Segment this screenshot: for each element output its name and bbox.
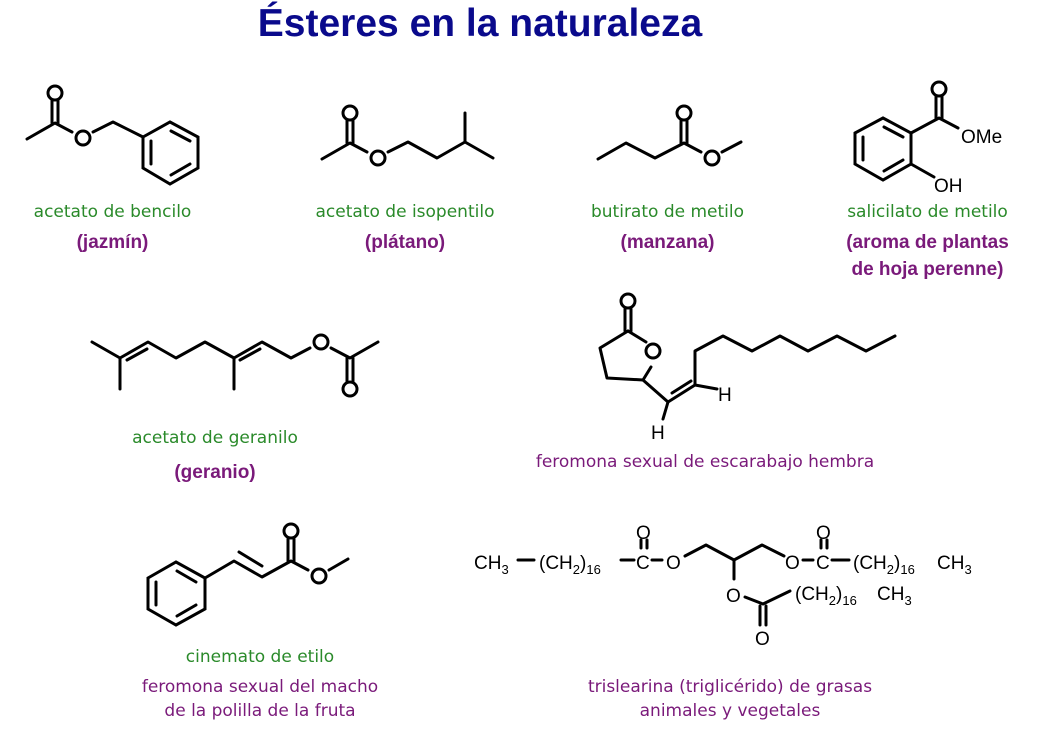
svg-text:OH: OH [934, 176, 963, 197]
svg-text:CH3: CH3 [877, 584, 912, 608]
page-title: Ésteres en la naturaleza [257, 2, 703, 45]
cinnamate-description-line1: feromona sexual del macho [141, 677, 379, 697]
structure-geranyl-acetate [90, 333, 380, 398]
compound-name-benzyl-acetate: acetato de bencilo [33, 202, 192, 222]
tristearin-description-line2: animales y vegetales [639, 701, 821, 721]
compound-source-evergreen-line1: (aroma de plantas [846, 232, 1009, 253]
compound-name-methyl-butyrate: butirato de metilo [590, 202, 745, 222]
svg-text:OMe: OMe [961, 127, 1002, 148]
compound-name-methyl-salicylate: salicilato de metilo [847, 202, 1008, 222]
structure-methyl-salicylate: OMe OH [853, 80, 1002, 197]
structure-methyl-butyrate [596, 104, 743, 167]
compound-source-banana: (plátano) [364, 232, 446, 253]
compound-source-evergreen-line2: de hoja perenne) [851, 259, 1004, 280]
compound-source-apple: (manzana) [620, 232, 715, 253]
svg-text:O: O [666, 553, 681, 574]
svg-text:(CH2)16: (CH2)16 [539, 553, 601, 577]
beetle-pheromone-description: feromona sexual de escarabajo hembra [535, 452, 875, 472]
structure-isopentyl-acetate [320, 104, 495, 167]
structure-tristearin: CH3 (CH2)16 C O O O O O C O (CH2)16 CH3 … [474, 523, 972, 650]
structure-ethyl-cinnamate [146, 522, 350, 627]
svg-text:CH3: CH3 [937, 553, 972, 577]
compound-source-geranium: (geranio) [174, 462, 256, 483]
structure-benzyl-acetate [25, 84, 200, 186]
compound-name-geranyl-acetate: acetato de geranilo [132, 428, 298, 448]
svg-text:H: H [718, 385, 732, 406]
cinnamate-description-line2: de la polilla de la fruta [164, 701, 356, 721]
svg-text:H: H [651, 423, 665, 444]
svg-text:O: O [755, 629, 770, 650]
compound-name-isopentyl-acetate: acetato de isopentilo [315, 202, 495, 222]
svg-text:CH3: CH3 [474, 553, 509, 577]
svg-text:O: O [785, 553, 800, 574]
svg-text:C: C [636, 553, 650, 574]
svg-text:O: O [636, 523, 651, 544]
svg-text:(CH2)16: (CH2)16 [795, 584, 857, 608]
compound-name-ethyl-cinnamate: cinemato de etilo [185, 647, 335, 667]
structure-beetle-pheromone: H H [598, 292, 897, 444]
tristearin-description-line1: trislearina (triglicérido) de grasas [587, 677, 873, 697]
svg-text:O: O [726, 586, 741, 607]
svg-text:C: C [816, 553, 830, 574]
svg-text:(CH2)16: (CH2)16 [853, 553, 915, 577]
svg-text:O: O [816, 523, 831, 544]
compound-source-jasmine: (jazmín) [76, 232, 149, 253]
